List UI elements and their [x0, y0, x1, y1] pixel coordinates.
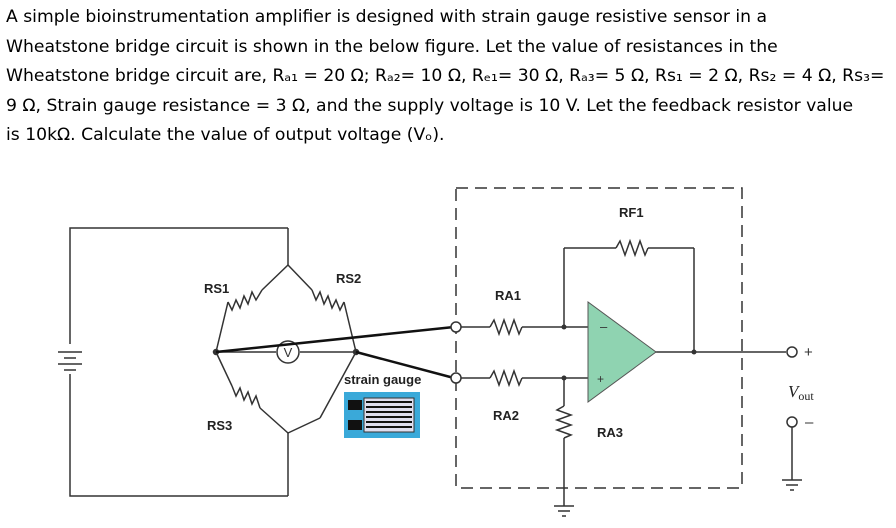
output-terminal-plus	[786, 346, 798, 358]
question-line-1: A simple bioinstrumentation amplifier is…	[6, 7, 768, 27]
amplifier-enclosure	[455, 187, 743, 489]
strain-gauge-sensor	[344, 392, 420, 438]
supply-wiring	[69, 227, 289, 497]
op-amp-plus-label: +	[597, 372, 604, 386]
output-plus-label: +	[804, 344, 813, 361]
output-terminal-minus	[786, 416, 798, 428]
rf1-label: RF1	[619, 205, 644, 220]
question-line-2: Wheatstone bridge circuit is shown in th…	[6, 36, 778, 57]
meter-label: V	[284, 345, 293, 360]
wheatstone-bridge	[212, 264, 360, 434]
ra1-label: RA1	[495, 288, 521, 303]
rs3-label: RS3	[207, 418, 232, 433]
bridge-leads	[215, 325, 455, 380]
question-line-3: Wheatstone bridge circuit are, Rₐ₁ = 20 …	[6, 66, 885, 86]
strain-gauge-label: strain gauge	[344, 372, 421, 387]
input-terminal-plus	[450, 372, 462, 384]
rs2-label: RS2	[336, 271, 361, 286]
question-line-4: 9 Ω, Strain gauge resistance = 3 Ω, and …	[6, 95, 854, 116]
ra3-label: RA3	[597, 425, 623, 440]
output-minus-label: –	[805, 414, 814, 431]
question-line-5: is 10kΩ. Calculate the value of output v…	[6, 125, 445, 145]
vout-label-main: V	[788, 382, 801, 401]
question-text: A simple bioinstrumentation amplifier is…	[6, 3, 890, 151]
amplifier-wiring	[461, 238, 802, 517]
input-terminal-minus	[450, 321, 462, 333]
battery-icon	[58, 344, 82, 374]
ra2-label: RA2	[493, 408, 519, 423]
op-amp	[587, 301, 657, 403]
vout-label: Vout	[788, 382, 814, 403]
rs1-label: RS1	[204, 281, 229, 296]
op-amp-minus-label: –	[600, 319, 608, 334]
vout-label-sub: out	[798, 389, 814, 403]
